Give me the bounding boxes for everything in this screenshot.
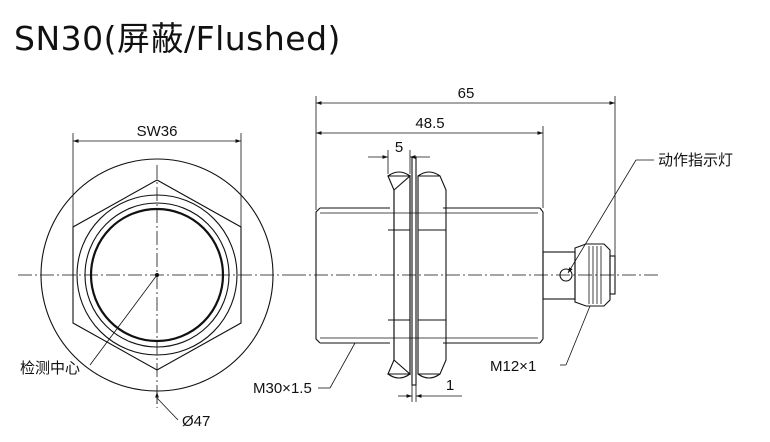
sw-label: SW36 xyxy=(137,123,178,140)
indicator-label: 动作指示灯 xyxy=(658,152,733,169)
m30-leader xyxy=(329,342,356,389)
m12-connector xyxy=(574,243,611,307)
diameter-leader xyxy=(156,397,179,421)
washer xyxy=(411,156,417,386)
dim-65-label: 65 xyxy=(458,85,475,102)
nut-1-chamfer-top xyxy=(387,171,411,177)
m12-pin-end xyxy=(609,255,616,295)
nut-1-chamfer-bottom xyxy=(387,373,411,379)
center-leader xyxy=(89,274,158,366)
page-title: SN30(屏蔽/Flushed) xyxy=(14,19,341,58)
sensing-center-label: 检测中心 xyxy=(20,360,80,377)
connector-neck xyxy=(542,251,576,300)
diameter-label: Ø47 xyxy=(182,413,210,430)
indicator-led xyxy=(559,268,573,282)
nut-2-chamfer-top xyxy=(417,171,441,177)
front-view: SW36 检测中心 Ø47 xyxy=(18,123,292,430)
dim-48-label: 48.5 xyxy=(415,115,444,132)
sensing-face xyxy=(315,207,321,344)
nut-2-chamfer-bottom xyxy=(417,373,441,379)
dim-5-label: 5 xyxy=(395,139,403,156)
m30-label: M30×1.5 xyxy=(253,380,312,397)
m12-leader xyxy=(565,305,591,366)
side-view: 65 48.5 5 1 M30×1.5 M12×1 动作指示灯 xyxy=(253,85,733,402)
m12-label: M12×1 xyxy=(490,358,536,375)
dim-1-label: 1 xyxy=(446,377,454,394)
indicator-leader xyxy=(567,159,637,274)
